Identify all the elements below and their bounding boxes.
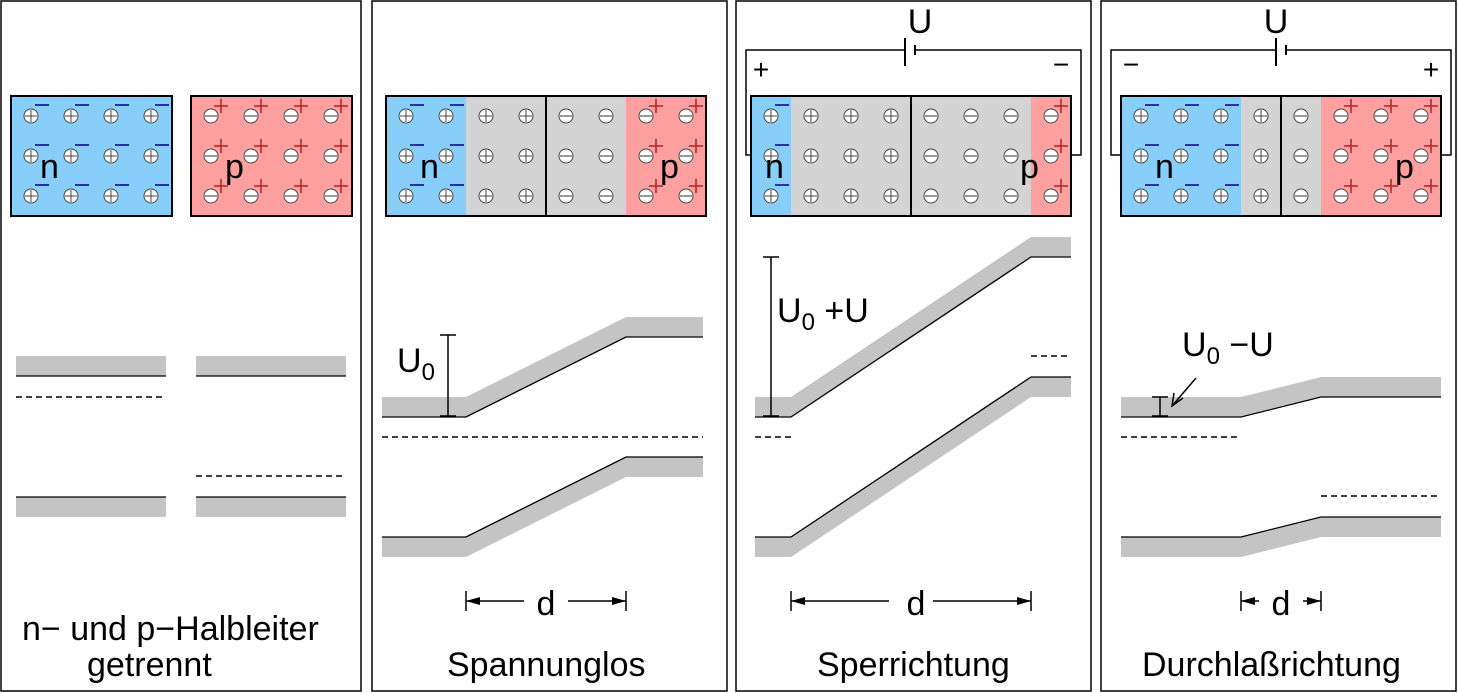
pointer-arrow: [1171, 377, 1197, 407]
panel-reverse-bias: n p U + − U0 +U d Sperrichtung: [735, 0, 1092, 692]
panel-separated: n p n− und p−Halbleiter getrennt: [0, 0, 362, 692]
conduction-band-p: [196, 356, 346, 376]
caption-no-voltage: Spannunglos: [447, 646, 646, 684]
wire-right: [1286, 49, 1452, 156]
wire-left: [1110, 49, 1276, 156]
panel-forward-bias: n p U − + U0 −U d Durchlaßrichtung: [1100, 0, 1457, 692]
conduction-band-n: [16, 356, 166, 376]
conduction-band: [755, 237, 1071, 417]
crystal-outline: [1120, 95, 1442, 217]
valence-band-n: [16, 497, 166, 517]
valence-band-edge: [755, 376, 1071, 538]
p-region-label: p: [1395, 148, 1414, 186]
terminal-minus: −: [1053, 49, 1069, 80]
arrow-head: [1241, 597, 1255, 605]
valence-band-p: [196, 497, 346, 517]
arrow-head: [1017, 597, 1031, 605]
arrow-head: [612, 597, 626, 605]
terminal-plus: +: [1423, 54, 1439, 85]
p-region-label: p: [225, 148, 244, 186]
conduction-band: [1121, 377, 1441, 417]
p-region-label: p: [1020, 148, 1039, 186]
valence-band: [755, 377, 1071, 557]
caption-reverse-bias: Sperrichtung: [817, 646, 1010, 684]
barrier-label-u0-minus-u: U0 −U: [1182, 326, 1274, 370]
arrow-head: [791, 597, 805, 605]
crystal-outline: [385, 95, 707, 217]
crystal-outline: [10, 95, 173, 217]
valence-band-edge: [1121, 516, 1441, 538]
conduction-band-edge: [382, 336, 703, 418]
width-label-d: d: [537, 585, 556, 623]
conduction-band-edge: [755, 256, 1071, 418]
n-region-label: n: [420, 148, 439, 186]
width-label-d: d: [907, 585, 926, 623]
terminal-minus: −: [1123, 49, 1139, 80]
panel-no-voltage: n p U0 d Spannunglos: [371, 0, 728, 692]
p-region-label: p: [660, 148, 679, 186]
terminal-plus: +: [753, 54, 769, 85]
caption-forward-bias: Durchlaßrichtung: [1142, 646, 1401, 684]
barrier-label-u0: U0: [397, 342, 435, 386]
barrier-label-u0-plus-u: U0 +U: [777, 292, 869, 336]
width-label-d: d: [1272, 585, 1291, 623]
caption-separated-line2: getrennt: [87, 646, 212, 684]
crystal-outline: [190, 95, 353, 217]
caption-separated-line1: n− und p−Halbleiter: [22, 610, 319, 648]
valence-band: [382, 457, 703, 557]
n-region-label: n: [1155, 148, 1174, 186]
n-region-label: n: [40, 148, 59, 186]
crystal-outline: [750, 95, 1072, 217]
voltage-label-u: U: [908, 3, 933, 41]
wire-right: [915, 49, 1082, 156]
valence-band-edge: [382, 456, 703, 538]
n-region-label: n: [765, 148, 784, 186]
conduction-band-edge: [1121, 396, 1441, 418]
arrow-head: [1307, 597, 1321, 605]
valence-band: [1121, 517, 1441, 557]
conduction-band: [382, 317, 703, 417]
arrow-head: [466, 597, 480, 605]
voltage-label-u: U: [1264, 3, 1289, 41]
